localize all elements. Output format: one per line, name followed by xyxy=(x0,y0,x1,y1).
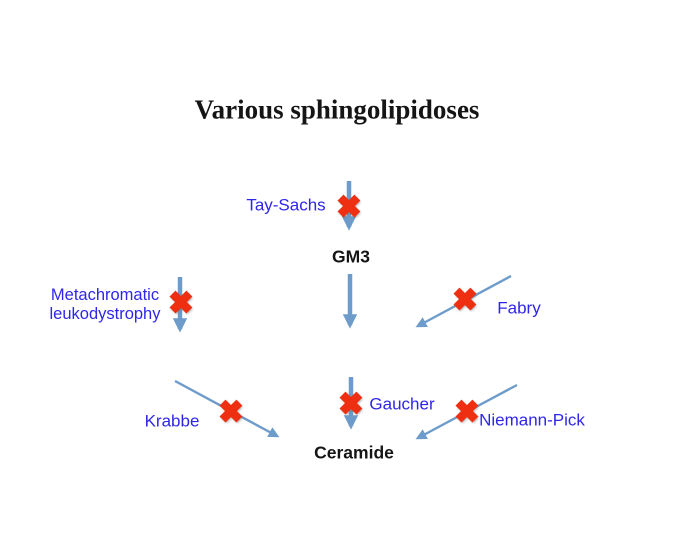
tay-sachs-block-x-icon: ✖ xyxy=(336,191,362,224)
label-metachromatic-line1: Metachromatic xyxy=(50,286,160,304)
gaucher-block-x-icon: ✖ xyxy=(338,388,364,421)
diagram-title: Various sphingolipidoses xyxy=(194,94,480,125)
niemann-pick-pathway-arrow xyxy=(415,383,518,440)
node-gm3: GM3 xyxy=(332,246,370,267)
label-gaucher: Gaucher xyxy=(369,394,435,414)
label-krabbe: Krabbe xyxy=(144,411,200,431)
niemann-pick-block-x-icon: ✖ xyxy=(454,396,480,429)
krabbe-block-x-icon: ✖ xyxy=(218,396,244,429)
label-fabry: Fabry xyxy=(497,298,541,318)
fabry-pathway-arrow xyxy=(415,274,512,328)
label-tay-sachs: Tay-Sachs xyxy=(246,195,326,215)
fabry-block-x-icon: ✖ xyxy=(452,284,478,317)
node-ceramide: Ceramide xyxy=(314,442,394,463)
label-metachromatic-line2: leukodystrophy xyxy=(49,305,161,323)
krabbe-pathway-arrow xyxy=(174,379,280,438)
metachromatic-block-x-icon: ✖ xyxy=(168,287,194,320)
label-niemann-pick: Niemann-Pick xyxy=(479,410,585,430)
